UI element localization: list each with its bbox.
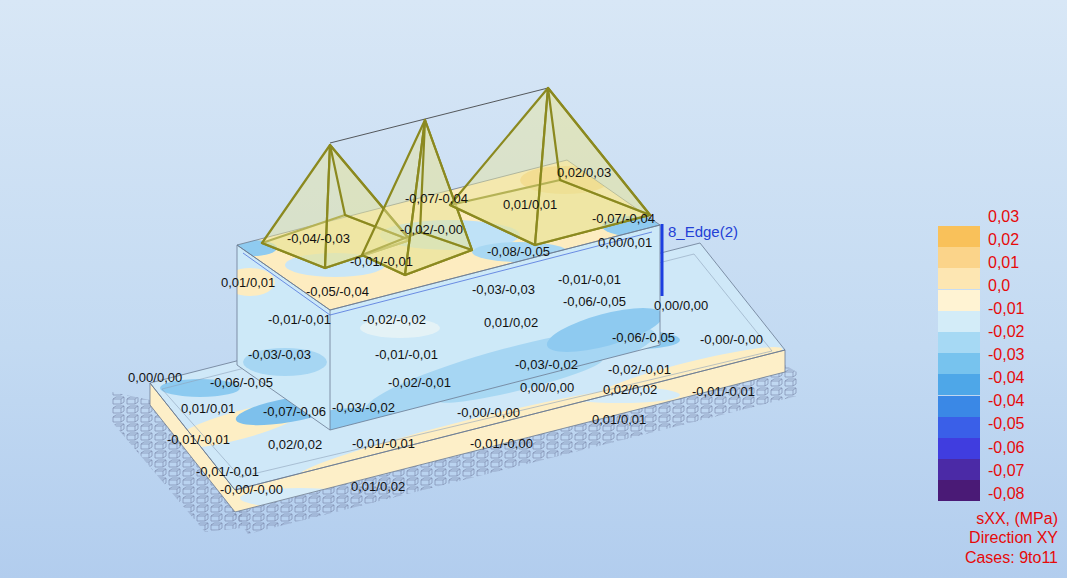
stress-value: 0,00/0,01 xyxy=(598,235,652,251)
pyramid-face xyxy=(450,88,548,245)
legend-value: -0,06 xyxy=(988,438,1024,457)
pyramid-face xyxy=(405,120,472,275)
stress-value: -0,02/-0,01 xyxy=(388,375,451,391)
stress-value: -0,07/-0,04 xyxy=(592,211,655,227)
pyramid-skylights xyxy=(262,88,650,275)
legend-swatch xyxy=(938,247,980,268)
stress-value: -0,00/-0,00 xyxy=(457,405,520,421)
stress-value: -0,08/-0,05 xyxy=(487,244,550,260)
stress-value: -0,01/-0,01 xyxy=(350,254,413,270)
stress-value: -0,03/-0,02 xyxy=(332,400,395,416)
stress-value: -0,05/-0,04 xyxy=(306,284,369,300)
legend-swatch xyxy=(938,374,980,395)
legend-value: -0,03 xyxy=(988,345,1024,364)
stress-value: 0,01/0,02 xyxy=(484,315,538,331)
stress-value: 0,01/0,01 xyxy=(592,412,646,428)
stress-value: -0,01/-0,01 xyxy=(692,384,755,400)
stress-value: 0,00/0,00 xyxy=(520,380,574,396)
edge-label: 8_Edge(2) xyxy=(668,223,738,241)
legend-value: -0,02 xyxy=(988,322,1024,341)
stress-value: -0,01/-0,01 xyxy=(352,436,415,452)
stress-value: -0,02/-0,00 xyxy=(400,222,463,238)
stress-value: -0,04/-0,03 xyxy=(287,231,350,247)
stress-value: -0,03/-0,03 xyxy=(472,282,535,298)
stress-value: -0,01/-0,01 xyxy=(558,272,621,288)
stress-value: 0,01/0,01 xyxy=(503,197,557,213)
stress-contours xyxy=(240,387,680,508)
legend-value: -0,07 xyxy=(988,461,1024,480)
legend-value: -0,01 xyxy=(988,299,1024,318)
legend-value: -0,04 xyxy=(988,391,1024,410)
stress-value: 0,01/0,02 xyxy=(351,479,405,495)
legend-value: 0,02 xyxy=(988,230,1019,249)
legend-swatch xyxy=(938,332,980,353)
pyramid-face xyxy=(262,145,330,268)
legend-value: 0,03 xyxy=(988,207,1019,226)
pyramid-face xyxy=(548,88,650,215)
legend-swatch xyxy=(938,268,980,289)
legend-value: -0,08 xyxy=(988,484,1024,503)
stress-value: -0,01/-0,01 xyxy=(167,432,230,448)
stress-value: 0,02/0,03 xyxy=(557,165,611,181)
legend-title: Cases: 9to11 xyxy=(965,548,1058,567)
stress-value: 0,02/0,02 xyxy=(603,382,657,398)
legend-title: sXX, (MPa) xyxy=(976,509,1058,528)
stress-value: -0,03/-0,02 xyxy=(515,357,578,373)
stress-value: -0,02/-0,01 xyxy=(608,362,671,378)
stress-value: -0,07/-0,06 xyxy=(263,404,326,420)
contour xyxy=(243,348,327,376)
stress-value: -0,06/-0,05 xyxy=(563,294,626,310)
legend-swatch xyxy=(938,311,980,332)
stress-value: -0,00/-0,00 xyxy=(220,482,283,498)
stress-value: -0,06/-0,05 xyxy=(612,330,675,346)
stress-value: 0,00/0,00 xyxy=(654,298,708,314)
legend-value: 0,01 xyxy=(988,253,1019,272)
legend-value: -0,04 xyxy=(988,368,1024,387)
legend-swatch xyxy=(938,226,980,247)
legend-value: 0,0 xyxy=(988,276,1010,295)
stress-value: -0,02/-0,02 xyxy=(363,312,426,328)
legend-swatch xyxy=(938,290,980,311)
legend-swatch xyxy=(938,417,980,438)
stress-value: -0,06/-0,05 xyxy=(210,375,273,391)
stress-value: 0,02/0,02 xyxy=(268,437,322,453)
stress-value: -0,01/-0,00 xyxy=(470,436,533,452)
selected-edge xyxy=(661,224,664,296)
legend-swatch xyxy=(938,459,980,480)
stress-value: 0,01/0,01 xyxy=(181,401,235,417)
stress-value: -0,01/-0,01 xyxy=(268,312,331,328)
legend-value: -0,05 xyxy=(988,414,1024,433)
stress-value: 0,01/0,01 xyxy=(221,275,275,291)
legend-swatch xyxy=(938,353,980,374)
stress-value: 0,00/0,00 xyxy=(128,370,182,386)
legend-swatch xyxy=(938,480,980,501)
stress-value: -0,00/-0,00 xyxy=(700,332,763,348)
stress-value: -0,01/-0,01 xyxy=(375,347,438,363)
legend-swatch xyxy=(938,396,980,417)
stress-value: -0,07/-0,04 xyxy=(405,191,468,207)
stress-value: -0,01/-0,01 xyxy=(196,464,259,480)
stress-value: -0,03/-0,03 xyxy=(248,347,311,363)
legend-title: Direction XY xyxy=(969,528,1058,547)
legend-swatch xyxy=(938,438,980,459)
edge xyxy=(330,310,331,430)
